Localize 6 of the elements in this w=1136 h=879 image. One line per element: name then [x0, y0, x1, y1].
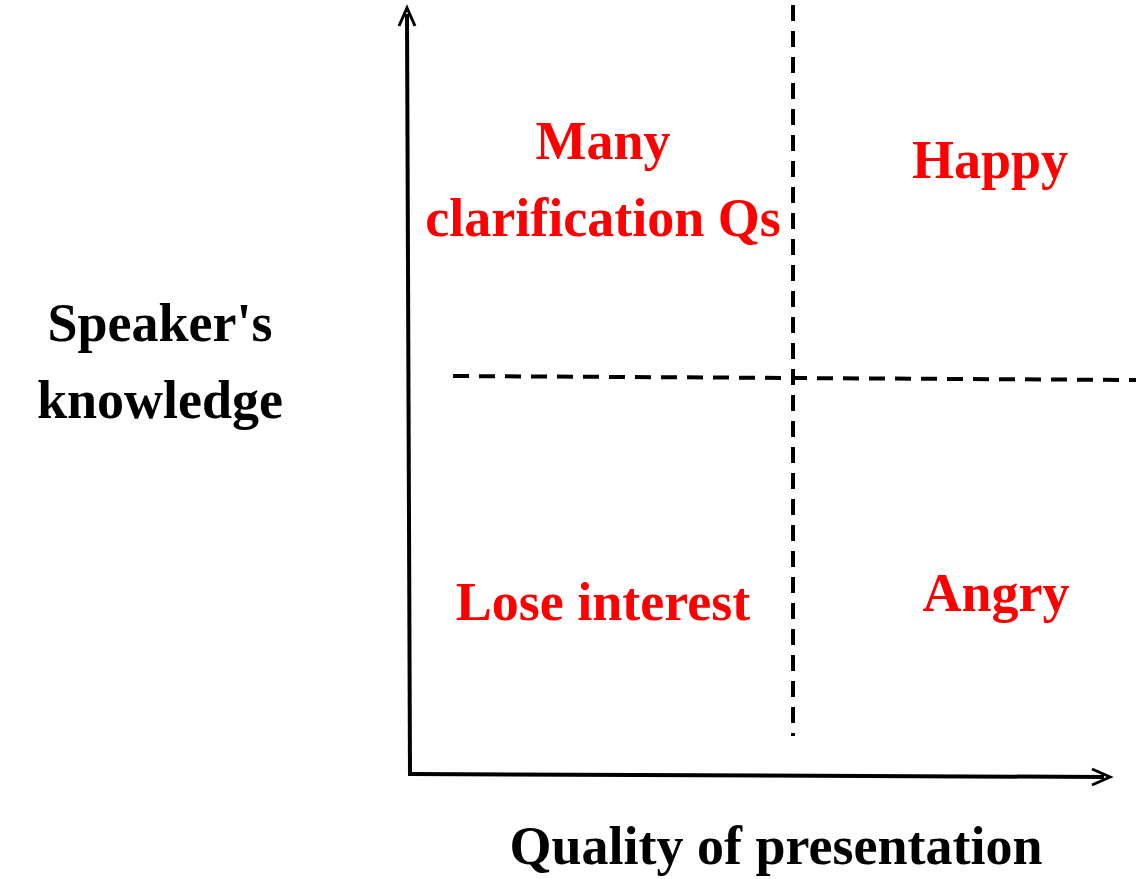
axis-label: Quality of presentation — [508, 814, 1044, 878]
quadrant-label: Happy — [910, 128, 1070, 192]
axis-label: Speaker's knowledge — [35, 292, 284, 432]
quadrant-label: Lose interest — [454, 570, 752, 634]
quadrant-label: Angry — [921, 561, 1071, 625]
quadrant-label: Many clarification Qs — [424, 110, 782, 250]
